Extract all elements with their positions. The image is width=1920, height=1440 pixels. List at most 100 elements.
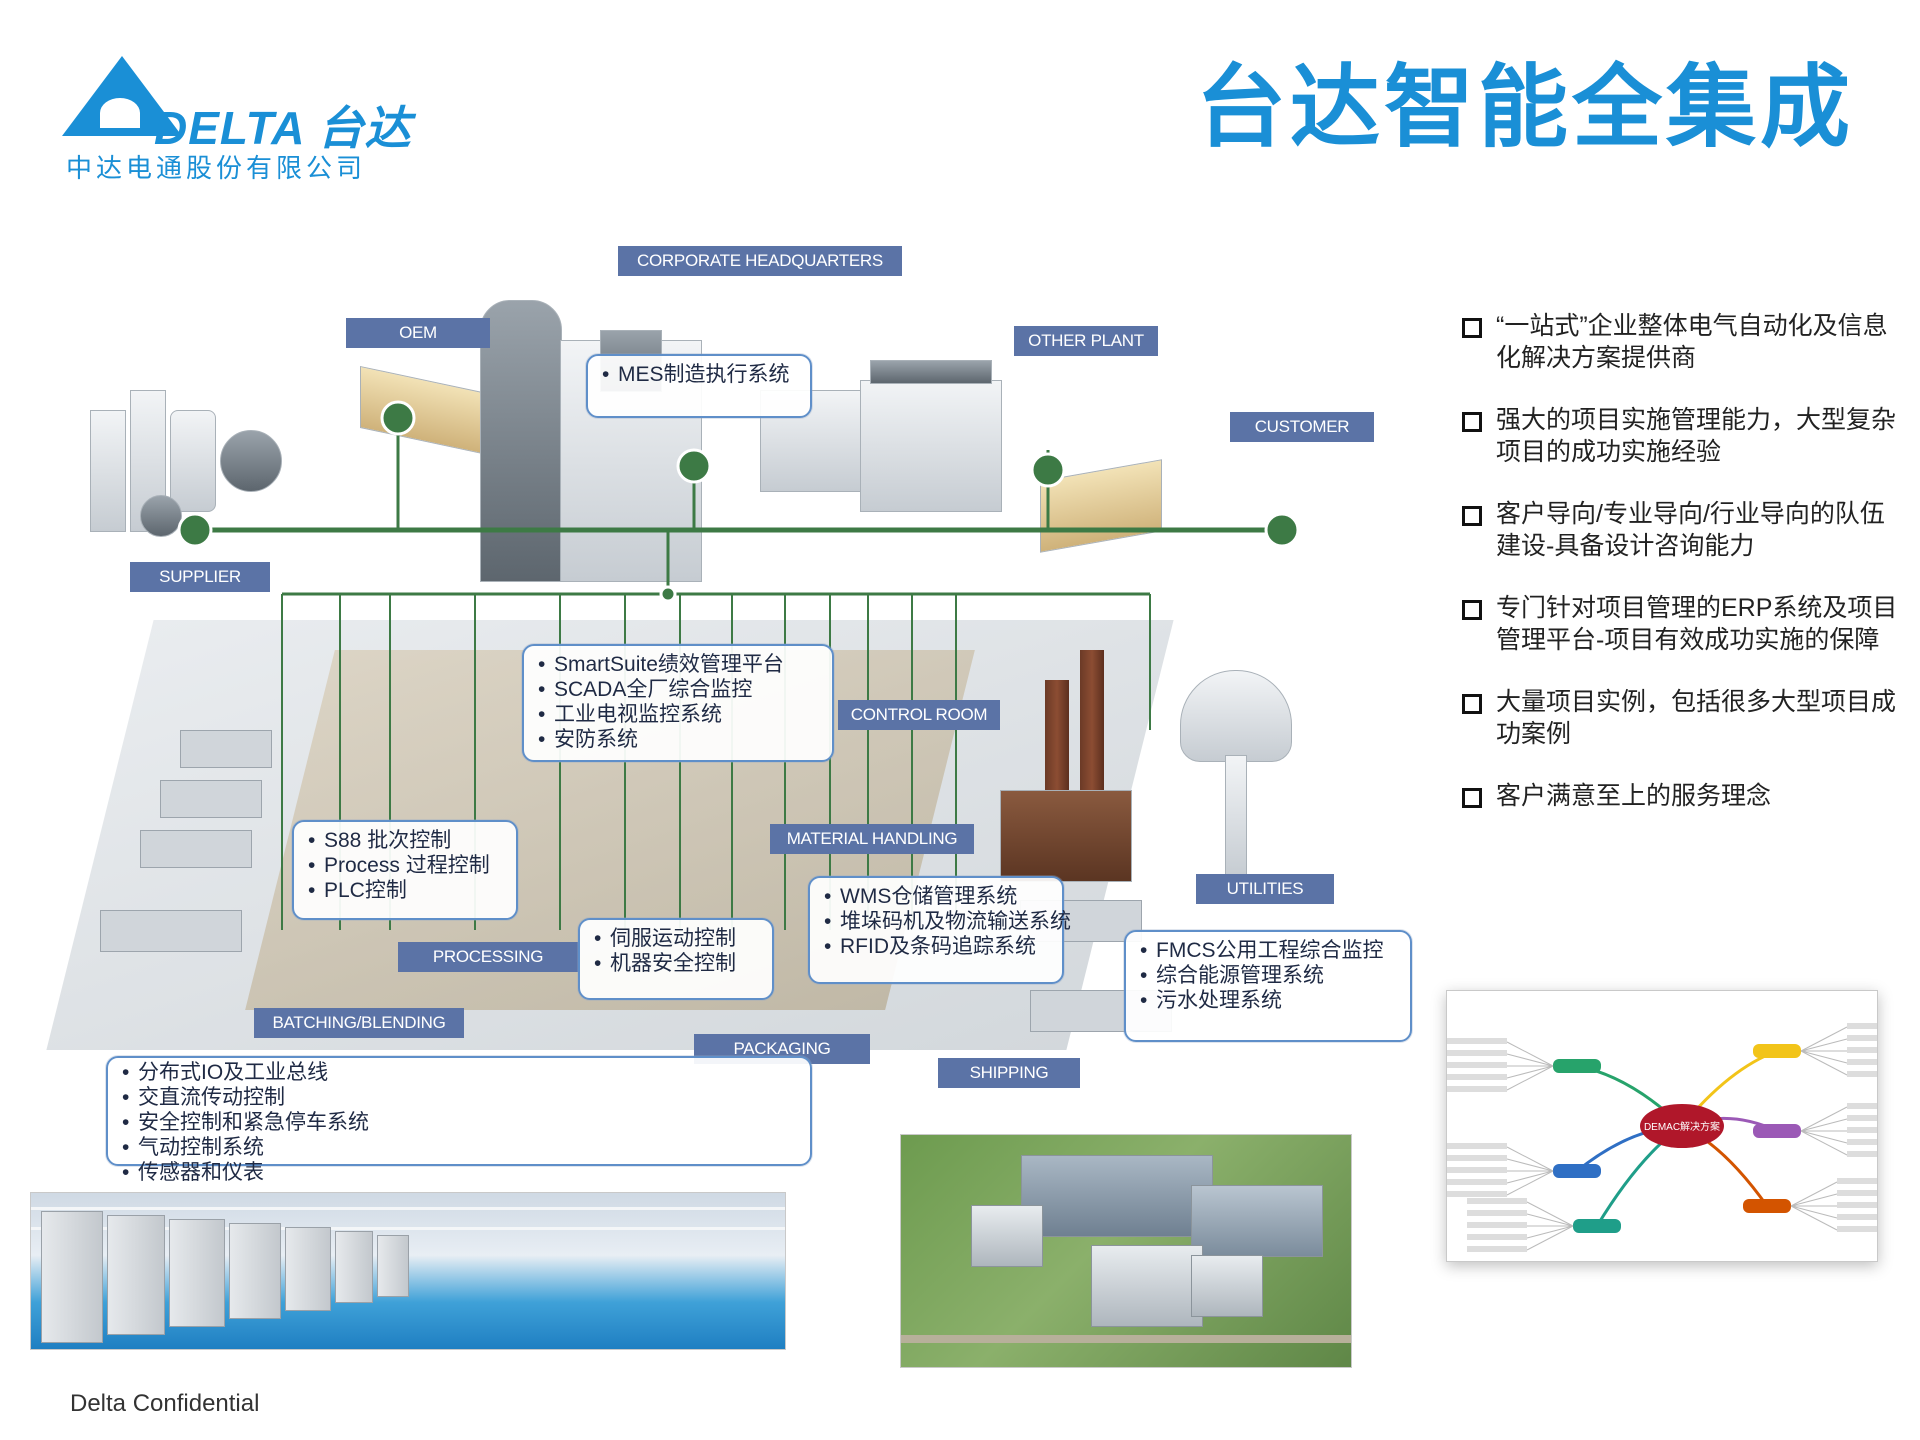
network-node-icon xyxy=(1264,512,1300,548)
mindmap-node xyxy=(1553,1164,1601,1178)
feature-item: 大量项目实例，包括很多大型项目成功案例 xyxy=(1462,686,1902,750)
chimney xyxy=(1045,680,1069,800)
feature-text: 专门针对项目管理的ERP系统及项目管理平台-项目有效成功实施的保障 xyxy=(1496,594,1898,654)
mindmap-leaf xyxy=(1526,1213,1574,1227)
confidential-label: Delta Confidential xyxy=(70,1390,260,1417)
mindmap-leaf xyxy=(1800,1026,1848,1052)
truck xyxy=(180,730,272,768)
page-title: 台达智能全集成 xyxy=(1196,58,1854,158)
mindmap-leaf-text xyxy=(1447,1191,1507,1197)
mindmap-leaf xyxy=(1506,1065,1554,1079)
feature-item: 客户满意至上的服务理念 xyxy=(1462,780,1902,812)
mindmap-graphic: DEMAC解决方案 xyxy=(1447,1023,1877,1252)
box-item: 综合能源管理系统 xyxy=(1140,963,1400,988)
box-field-level: 分布式IO及工业总线交直流传动控制安全控制和紧急停车系统气动控制系统传感器和仪表 xyxy=(106,1056,812,1185)
mindmap-leaf-text xyxy=(1847,1127,1877,1133)
logo-brand-text: DELTA 台达 xyxy=(154,102,412,154)
tag-supplier: SUPPLIER xyxy=(130,562,270,592)
mindmap-leaf-text xyxy=(1847,1103,1877,1109)
box-item: MES制造执行系统 xyxy=(602,362,800,387)
box-item: SmartSuite绩效管理平台 xyxy=(538,652,822,677)
mindmap-leaf-text xyxy=(1447,1143,1507,1149)
box-item: RFID及条码追踪系统 xyxy=(824,934,1052,959)
box-item: 污水处理系统 xyxy=(1140,988,1400,1013)
mindmap-leaf xyxy=(1506,1053,1554,1067)
box-item: 安全控制和紧急停车系统 xyxy=(122,1110,800,1135)
mindmap-leaf xyxy=(1790,1205,1838,1231)
mindmap-leaf-text xyxy=(1847,1047,1877,1053)
mindmap-leaf xyxy=(1506,1170,1554,1184)
mindmap-leaf-text xyxy=(1847,1115,1877,1121)
mindmap-leaf xyxy=(1790,1205,1838,1219)
mindmap-leaf xyxy=(1526,1225,1574,1239)
mindmap-leaf-text xyxy=(1467,1222,1527,1228)
box-item: SCADA全厂综合监控 xyxy=(538,677,822,702)
mindmap-leaf-text xyxy=(1837,1214,1877,1220)
mindmap-leaf-text xyxy=(1467,1246,1527,1252)
tag-control-room: CONTROL ROOM xyxy=(838,700,1000,730)
feature-item: 专门针对项目管理的ERP系统及项目管理平台-项目有效成功实施的保障 xyxy=(1462,592,1902,656)
truck xyxy=(160,780,262,818)
truck xyxy=(100,910,242,952)
box-fmcs: FMCS公用工程综合监控综合能源管理系统污水处理系统 xyxy=(1124,930,1412,1042)
mindmap-leaf-text xyxy=(1837,1202,1877,1208)
mindmap-leaf xyxy=(1526,1201,1574,1227)
company-name: 中达电通股份有限公司 xyxy=(66,153,367,183)
truck xyxy=(140,830,252,868)
mindmap-leaf xyxy=(1800,1106,1848,1132)
mindmap-leaf-text xyxy=(1447,1038,1507,1044)
mindmap-leaf-text xyxy=(1847,1059,1877,1065)
network-node-icon xyxy=(380,400,416,436)
network-node-icon xyxy=(659,585,677,603)
checkbox-icon xyxy=(1462,318,1482,338)
box-item: 分布式IO及工业总线 xyxy=(122,1060,800,1085)
hq-tower xyxy=(480,300,562,582)
mindmap-leaf-text xyxy=(1447,1155,1507,1161)
mindmap-leaf xyxy=(1526,1225,1574,1251)
mindmap-leaf xyxy=(1800,1038,1848,1052)
mindmap-leaf xyxy=(1800,1118,1848,1132)
tag-other-plant: OTHER PLANT xyxy=(1014,326,1158,356)
factory-floor-photo xyxy=(30,1192,786,1350)
tag-customer: CUSTOMER xyxy=(1230,412,1374,442)
mindmap-node xyxy=(1743,1199,1791,1213)
other-plant-roof xyxy=(870,360,992,384)
tag-oem: OEM xyxy=(346,318,490,348)
mindmap-leaf xyxy=(1800,1050,1848,1076)
mindmap-leaf-text xyxy=(1447,1050,1507,1056)
mindmap-node xyxy=(1573,1219,1621,1233)
mindmap-leaf-text xyxy=(1847,1151,1877,1157)
mindmap-leaf-text xyxy=(1467,1198,1527,1204)
mindmap-node xyxy=(1753,1124,1801,1138)
box-mes: MES制造执行系统 xyxy=(586,354,812,418)
box-item: 交直流传动控制 xyxy=(122,1085,800,1110)
integration-diagram: CORPORATE HEADQUARTERS OEM OTHER PLANT C… xyxy=(40,230,1440,1185)
feature-text: 客户满意至上的服务理念 xyxy=(1496,782,1772,810)
mindmap-leaf xyxy=(1506,1170,1554,1196)
box-item: 传感器和仪表 xyxy=(122,1160,800,1185)
mindmap-leaf xyxy=(1790,1181,1838,1207)
mindmap-leaf-text xyxy=(1837,1190,1877,1196)
mindmap-leaf-text xyxy=(1837,1178,1877,1184)
supplier-tank xyxy=(170,410,216,512)
supplier-tank xyxy=(140,495,182,537)
mindmap-leaf xyxy=(1506,1146,1554,1172)
mindmap-leaf xyxy=(1790,1193,1838,1207)
mindmap-leaf xyxy=(1506,1158,1554,1172)
mindmap-leaf-text xyxy=(1467,1210,1527,1216)
aerial-campus-photo xyxy=(900,1134,1352,1368)
tag-processing: PROCESSING xyxy=(398,942,578,972)
tag-batching-blending: BATCHING/BLENDING xyxy=(254,1008,464,1038)
power-plant xyxy=(1000,790,1132,882)
box-item: Process 过程控制 xyxy=(308,853,506,878)
checkbox-icon xyxy=(1462,600,1482,620)
mindmap-leaf xyxy=(1800,1130,1848,1156)
mindmap-image: DEMAC解决方案 xyxy=(1446,990,1878,1262)
box-item: 堆垛码机及物流输送系统 xyxy=(824,909,1071,934)
box-item: PLC控制 xyxy=(308,878,506,903)
box-item: 工业电视监控系统 xyxy=(538,702,822,727)
network-lines xyxy=(177,400,1300,930)
mindmap-leaf-text xyxy=(1447,1062,1507,1068)
feature-text: 客户导向/专业导向/行业导向的队伍建设-具备设计咨询能力 xyxy=(1496,500,1885,560)
delta-logo: DELTA 台达 中达电通股份有限公司 xyxy=(62,56,411,183)
